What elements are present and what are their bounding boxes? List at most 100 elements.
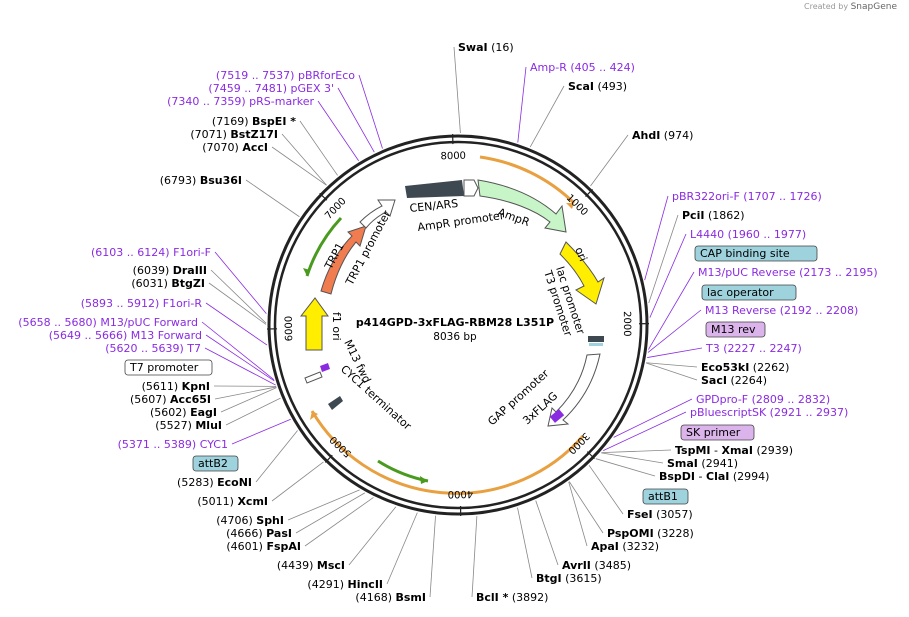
right-label-amp-r[interactable]: Amp-R (405 .. 424) bbox=[530, 61, 635, 74]
right-label-tspmixmai[interactable]: TspMI - XmaI (2939) bbox=[675, 444, 793, 457]
right-label-avrii[interactable]: AvrII (3485) bbox=[562, 559, 631, 572]
right-label-m13-reverse[interactable]: M13 Reverse (2192 .. 2208) bbox=[705, 304, 858, 317]
gap-promoter-feature[interactable] bbox=[547, 353, 601, 427]
right-label-l4440[interactable]: L4440 (1960 .. 1977) bbox=[690, 228, 806, 241]
cen-ars-feature[interactable] bbox=[405, 180, 464, 198]
left-label-fspai[interactable]: (4601) FspAI bbox=[226, 540, 301, 553]
right-label-m13-puc-reverse[interactable]: M13/pUC Reverse (2173 .. 2195) bbox=[698, 266, 878, 279]
right-label-smai[interactable]: SmaI (2941) bbox=[667, 457, 738, 470]
plasmid-title: p414GPD-3xFLAG-RBM28 L351P bbox=[356, 316, 554, 329]
ampr-orf-arrow[interactable] bbox=[479, 155, 576, 205]
left-label-pgex-3[interactable]: (7459 .. 7481) pGEX 3' bbox=[208, 82, 334, 95]
left-label-btgzi[interactable]: (6031) BtgZI bbox=[131, 277, 205, 290]
left-label-f1ori-f[interactable]: (6103 .. 6124) F1ori-F bbox=[91, 246, 211, 259]
right-label-gpdpro-f[interactable]: GPDpro-F (2809 .. 2832) bbox=[696, 393, 830, 406]
cap-site-feature[interactable] bbox=[589, 343, 603, 346]
left-label-f1ori-r[interactable]: (5893 .. 5912) F1ori-R bbox=[81, 297, 203, 310]
leader-line bbox=[225, 397, 281, 426]
left-label-prs-marker[interactable]: (7340 .. 7359) pRS-marker bbox=[167, 95, 314, 108]
label-text: L4440 (1960 .. 1977) bbox=[690, 228, 806, 241]
right-label-attb1[interactable]: attB1 bbox=[642, 488, 689, 505]
left-label-econi[interactable]: (5283) EcoNI bbox=[177, 476, 252, 489]
right-label-eco53ki[interactable]: Eco53kI (2262) bbox=[701, 361, 789, 374]
left-label-pasi[interactable]: (4666) PasI bbox=[226, 527, 292, 540]
right-label-m13-rev[interactable]: M13 rev bbox=[705, 321, 766, 338]
left-label-bspei[interactable]: (7169) BspEI * bbox=[212, 115, 296, 128]
right-label-t3[interactable]: T3 (2227 .. 2247) bbox=[705, 342, 802, 355]
right-label-cap-binding-site[interactable]: CAP binding site bbox=[694, 245, 818, 262]
leader-line bbox=[646, 362, 698, 368]
leader-line bbox=[429, 515, 436, 598]
left-label-acci[interactable]: (7070) AccI bbox=[202, 141, 268, 154]
right-label-scai[interactable]: ScaI (493) bbox=[568, 80, 627, 93]
left-label-draiii[interactable]: (6039) DraIII bbox=[133, 264, 207, 277]
ampr-label: AmpR bbox=[496, 206, 532, 230]
f1-ori-feature[interactable] bbox=[299, 297, 329, 351]
cyc1-terminator-feature[interactable] bbox=[328, 396, 343, 410]
right-label-pcii[interactable]: PciI (1862) bbox=[682, 209, 745, 222]
left-label-eagi[interactable]: (5602) EagI bbox=[150, 406, 217, 419]
label-box bbox=[705, 321, 766, 338]
right-label-saci[interactable]: SacI (2264) bbox=[701, 374, 767, 387]
ampr-feature[interactable] bbox=[477, 179, 567, 233]
label-text: SmaI (2941) bbox=[667, 457, 738, 470]
left-label-hincii[interactable]: (4291) HincII bbox=[307, 578, 383, 591]
label-text: (6103 .. 6124) F1ori-F bbox=[91, 246, 211, 259]
label-text: (5283) EcoNI bbox=[177, 476, 252, 489]
left-label-m13-forward[interactable]: (5649 .. 5666) M13 Forward bbox=[49, 329, 202, 342]
left-label-m13-puc-forward[interactable]: (5658 .. 5680) M13/pUC Forward bbox=[18, 316, 198, 329]
tick-label-8000: 8000 bbox=[440, 151, 466, 163]
leader-line bbox=[517, 507, 533, 579]
left-label-xcmi[interactable]: (5011) XcmI bbox=[197, 495, 268, 508]
label-text: Eco53kI (2262) bbox=[701, 361, 789, 374]
flag-feature[interactable] bbox=[549, 409, 565, 423]
label-box-text: attB2 bbox=[198, 457, 228, 470]
right-label-pspomi[interactable]: PspOMI (3228) bbox=[607, 527, 694, 540]
leader-line bbox=[647, 309, 702, 353]
left-label-kpni[interactable]: (5611) KpnI bbox=[142, 380, 210, 393]
label-text: (7070) AccI bbox=[202, 141, 268, 154]
right-label-bspdiclai[interactable]: BspDI - ClaI (2994) bbox=[659, 470, 769, 483]
right-label-lac-operator[interactable]: lac operator bbox=[701, 284, 797, 301]
left-label-attb2[interactable]: attB2 bbox=[192, 455, 239, 472]
leader-line bbox=[358, 74, 383, 149]
left-label-t7-promoter[interactable]: T7 promoter bbox=[124, 359, 213, 376]
left-label-mlui[interactable]: (5527) MluI bbox=[155, 419, 222, 432]
left-label-bsu36i[interactable]: (6793) Bsu36I bbox=[160, 174, 242, 187]
ori-feature[interactable] bbox=[559, 241, 605, 305]
right-label-sk-primer[interactable]: SK primer bbox=[680, 424, 755, 441]
left-label-bsmi[interactable]: (4168) BsmI bbox=[355, 591, 426, 604]
right-label-swai[interactable]: SwaI (16) bbox=[458, 41, 514, 54]
left-label-t7[interactable]: (5620 .. 5639) T7 bbox=[105, 342, 201, 355]
label-text: BspDI - ClaI (2994) bbox=[659, 470, 769, 483]
label-text: (5011) XcmI bbox=[197, 495, 268, 508]
right-label-bcli[interactable]: BclI * (3892) bbox=[476, 591, 548, 604]
ori-label: ori bbox=[572, 245, 589, 263]
leader-line bbox=[231, 418, 291, 445]
m13fwd-feature[interactable] bbox=[320, 363, 330, 372]
ampr-promoter-feature[interactable] bbox=[463, 179, 479, 197]
label-text: BclI * (3892) bbox=[476, 591, 548, 604]
right-label-ahdi[interactable]: AhdI (974) bbox=[632, 129, 693, 142]
right-label-fsei[interactable]: FseI (3057) bbox=[627, 508, 693, 521]
trp1-promoter-feature[interactable] bbox=[359, 199, 396, 229]
label-text: BtgI (3615) bbox=[536, 572, 602, 585]
label-text: (5602) EagI bbox=[150, 406, 217, 419]
right-label-apai[interactable]: ApaI (3232) bbox=[591, 540, 659, 553]
left-label-msci[interactable]: (4439) MscI bbox=[277, 559, 345, 572]
left-label-sphi[interactable]: (4706) SphI bbox=[216, 514, 284, 527]
tick-mark-1000 bbox=[585, 189, 594, 197]
left-label-acc65i[interactable]: (5607) Acc65I bbox=[130, 393, 211, 406]
left-label-bstz17i[interactable]: (7071) BstZ17I bbox=[190, 128, 278, 141]
left-label-cyc1[interactable]: (5371 .. 5389) CYC1 bbox=[118, 438, 228, 451]
right-label-btgi[interactable]: BtgI (3615) bbox=[536, 572, 602, 585]
big-orf-arc[interactable] bbox=[310, 410, 585, 495]
leader-line bbox=[471, 516, 478, 598]
lac-operator-feature[interactable] bbox=[588, 336, 604, 342]
label-text: SacI (2264) bbox=[701, 374, 767, 387]
t7-promoter-feature[interactable] bbox=[304, 371, 323, 384]
leader-line bbox=[590, 134, 629, 187]
right-label-pbr322ori-f[interactable]: pBR322ori-F (1707 .. 1726) bbox=[672, 190, 822, 203]
left-label-pbrforeco[interactable]: (7519 .. 7537) pBRforEco bbox=[216, 69, 355, 82]
right-label-pbluescriptsk[interactable]: pBluescriptSK (2921 .. 2937) bbox=[690, 406, 848, 419]
